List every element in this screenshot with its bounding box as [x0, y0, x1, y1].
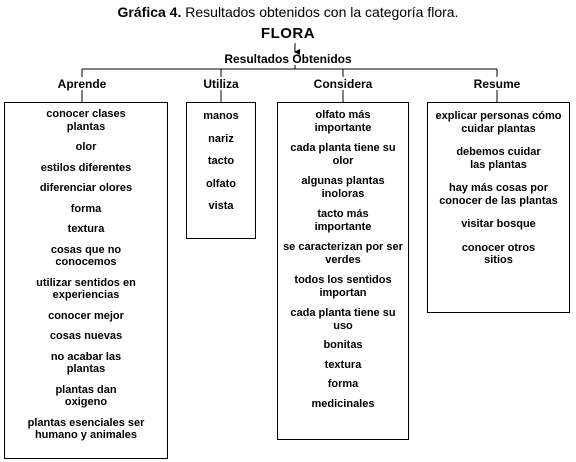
- list-item: utilizar sentidos en experiencias: [36, 276, 136, 302]
- figure-caption: Gráfica 4. Resultados obtenidos con la c…: [0, 4, 576, 20]
- list-item: olfato: [206, 177, 236, 190]
- branch-label-considera: Considera: [313, 77, 373, 91]
- list-item: plantas dan oxigeno: [55, 383, 117, 409]
- list-item: no acabar las plantas: [50, 350, 122, 376]
- list-item: cosas que no conocemos: [50, 243, 122, 269]
- branch-label-aprende: Aprende: [57, 77, 107, 91]
- list-item: tacto: [207, 155, 235, 167]
- list-item: explicar personas cómo cuidar plantas: [435, 110, 562, 135]
- box-aprende: conocer clases plantas olor estilos dife…: [4, 102, 168, 459]
- root-node-title: FLORA: [260, 25, 316, 42]
- list-item: algunas plantas inoloras: [301, 175, 385, 200]
- list-item: plantas esenciales ser humano y animales: [27, 416, 145, 442]
- list-item: cosas nuevas: [49, 330, 123, 342]
- list-item: todos los sentidos importan: [294, 274, 392, 299]
- list-item: tacto más importante: [314, 208, 372, 233]
- list-item: debemos cuidar las plantas: [456, 146, 541, 171]
- list-item: bonitas: [323, 339, 363, 351]
- root-node-subtitle: Resultados Obtenidos: [224, 52, 352, 66]
- list-item: se caracterizan por ser verdes: [283, 241, 403, 266]
- branch-label-utiliza: Utiliza: [203, 77, 239, 91]
- list-item: textura: [324, 358, 362, 371]
- list-item: cada planta tiene su uso: [290, 307, 396, 332]
- list-item: cada planta tiene su olor: [290, 142, 396, 167]
- list-item: conocer clases plantas: [46, 108, 126, 133]
- list-item: visitar bosque: [461, 218, 536, 230]
- box-utiliza: manos nariz tacto olfato vista: [186, 102, 256, 239]
- list-item: textura: [67, 223, 105, 235]
- list-item: nariz: [208, 132, 234, 145]
- list-item: olfato más importante: [314, 109, 372, 134]
- list-item: olor: [75, 141, 97, 153]
- box-considera: olfato más importante cada planta tiene …: [277, 102, 409, 440]
- branch-label-resume: Resume: [473, 77, 521, 91]
- box-resume: explicar personas cómo cuidar plantas de…: [427, 102, 570, 313]
- list-item: estilos diferentes: [40, 161, 132, 174]
- caption-text: Resultados obtenidos con la categoría fl…: [185, 4, 459, 20]
- caption-label: Gráfica 4.: [117, 4, 182, 20]
- list-item: forma: [327, 378, 359, 390]
- list-item: diferenciar olores: [39, 182, 133, 194]
- list-item: conocer otros sitios: [461, 241, 536, 267]
- list-item: conocer mejor: [48, 309, 124, 322]
- list-item: hay más cosas por conocer de las plantas: [439, 182, 558, 207]
- list-item: medicinales: [311, 397, 375, 410]
- list-item: manos: [203, 110, 239, 122]
- list-item: vista: [208, 200, 234, 212]
- list-item: forma: [70, 202, 102, 215]
